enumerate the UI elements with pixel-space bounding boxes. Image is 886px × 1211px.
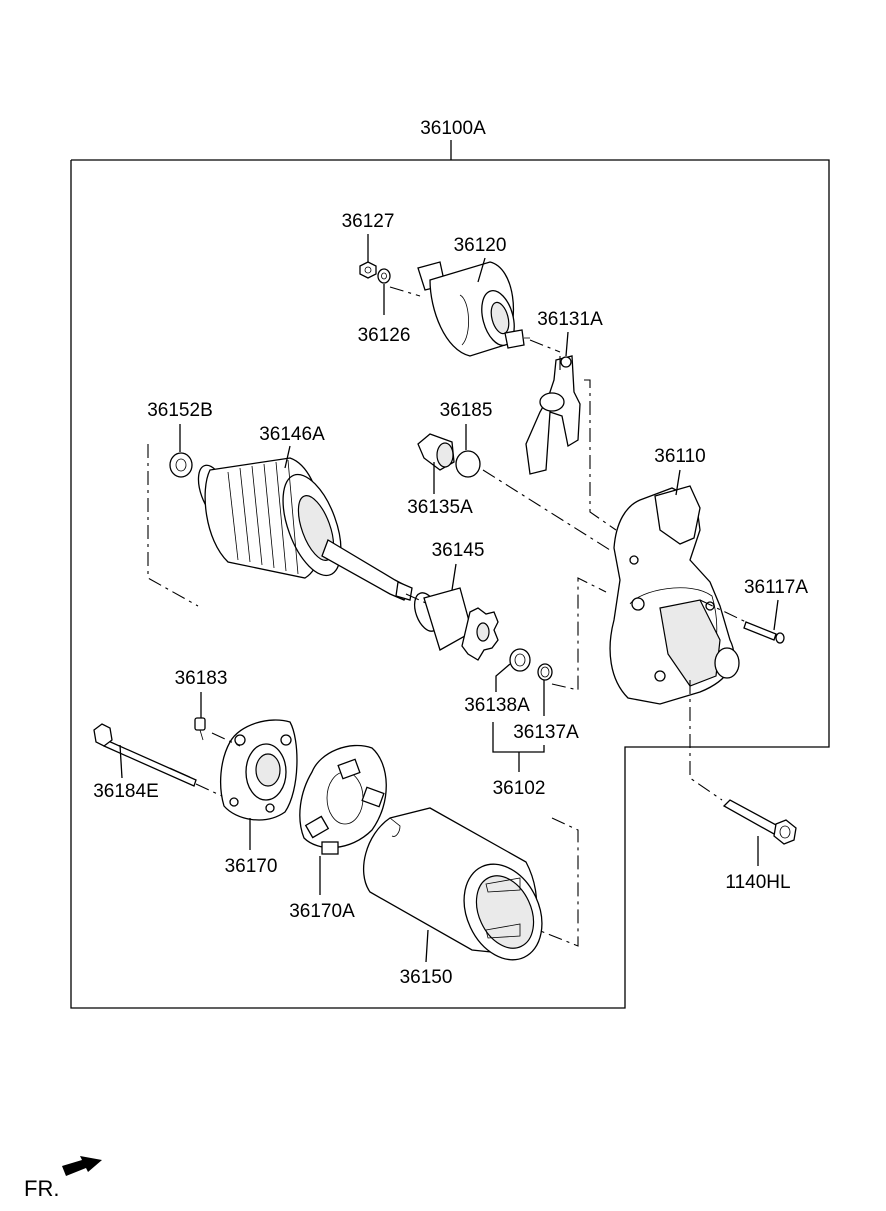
label-36146A: 36146A [259,424,325,445]
label-36170: 36170 [225,856,278,877]
pinion-gear [413,587,499,661]
front-housing [609,485,740,705]
label-36117A: 36117A [744,577,808,598]
front-direction-label: FR. [24,1176,59,1201]
label-36145: 36145 [432,540,485,561]
label-36137A: 36137A [513,722,579,743]
label-36135A: 36135A [407,497,473,518]
front-direction-arrow-icon [62,1156,102,1176]
through-bolt [93,723,197,787]
armature [197,457,413,601]
assembly-number-label: 36100A [420,118,486,139]
label-36127: 36127 [342,211,395,232]
snap-ring [537,663,553,681]
label-36184E: 36184E [93,781,159,802]
bolt-36117A [743,621,785,644]
label-36102: 36102 [493,778,546,799]
screw-36183 [194,717,206,741]
label-36152B: 36152B [147,400,213,421]
yoke-assembly [362,807,543,961]
label-36131A: 36131A [537,309,603,330]
spring-36185 [455,450,481,478]
label-36185: 36185 [440,400,493,421]
solenoid-switch [417,261,530,357]
label-36170A: 36170A [289,901,355,922]
label-36120: 36120 [454,235,507,256]
label-1140HL: 1140HL [725,872,790,893]
leader-lines [119,234,779,963]
assembly-centerlines [147,286,747,947]
rear-cover [220,719,298,821]
label-36126: 36126 [358,325,411,346]
label-36110: 36110 [654,446,705,467]
stop-collar [509,648,531,672]
label-36183: 36183 [175,668,228,689]
plunger [417,433,455,471]
washer-36126 [377,268,391,284]
assembly-boundary [70,140,830,1009]
brush-holder [299,744,387,855]
nut-36127 [359,261,377,279]
front-direction-marker: FR. [24,1156,102,1201]
washer-36152B [169,452,193,478]
label-36150: 36150 [400,967,453,988]
bolt-1140HL [722,799,797,845]
label-36138A: 36138A [464,695,530,716]
shift-lever [525,355,581,475]
